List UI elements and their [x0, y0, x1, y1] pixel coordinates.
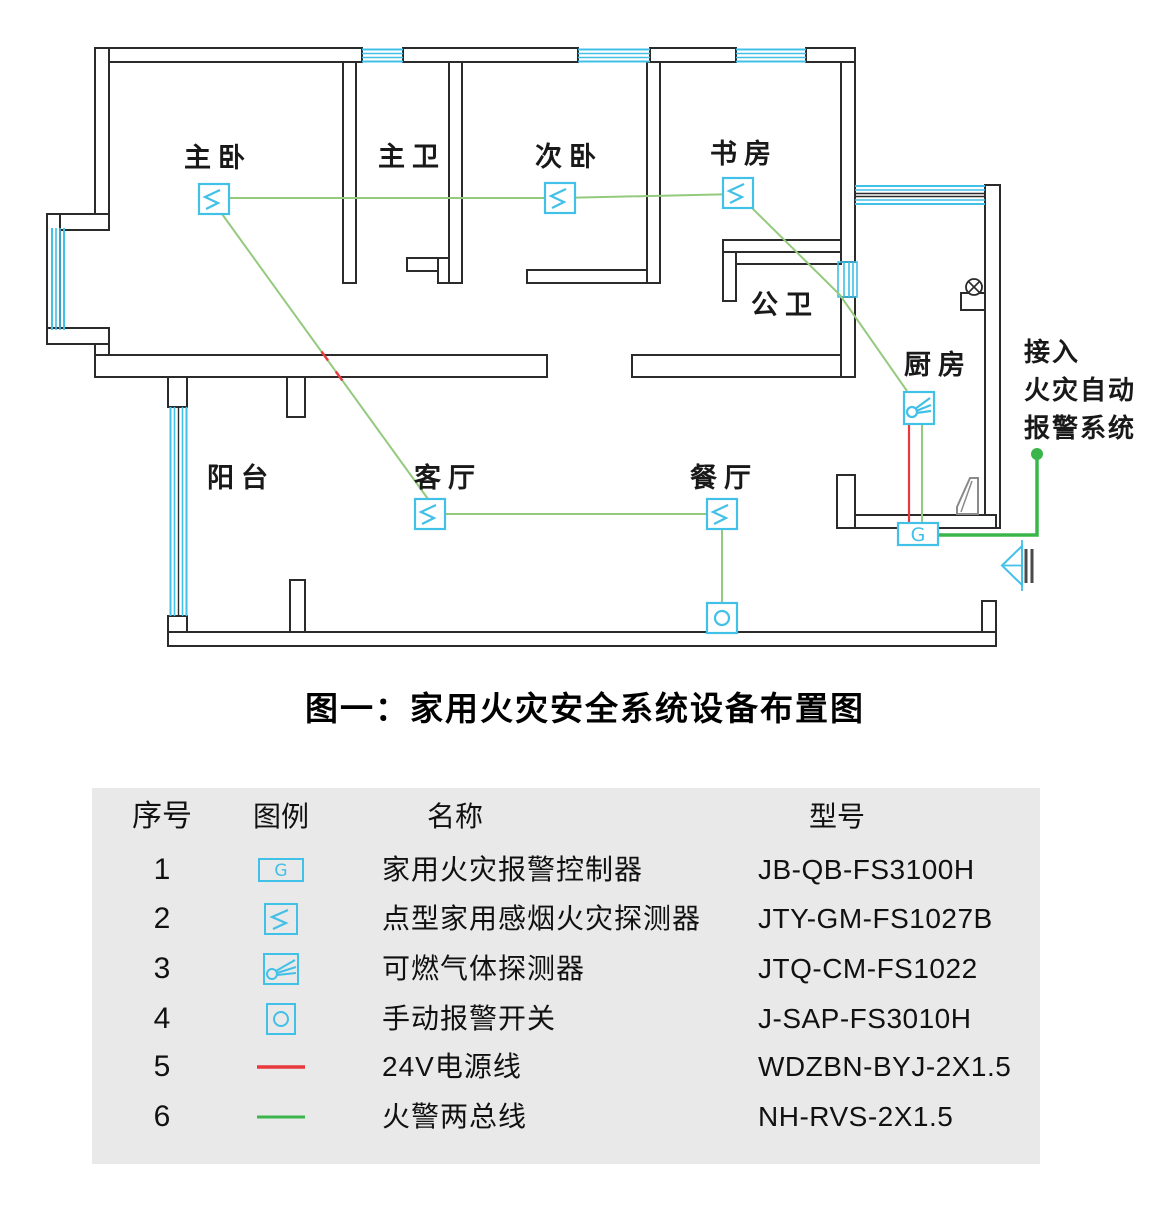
manual-alarm-icon [232, 994, 330, 1044]
figure-title: 图一：家用火灾安全系统设备布置图 [305, 690, 865, 727]
legend-row-bus-wire: 6 火警两总线 NH-RVS-2X1.5 [92, 1092, 1040, 1142]
floor-plan: G 主卧 主卫 次卧 书房 公卫 厨房 阳台 客厅 餐厅 接入 火灾自动 报警系… [46, 47, 1136, 647]
row-name: 24V电源线 [382, 1051, 522, 1082]
gas-detector-icon [232, 944, 330, 994]
controller-g-icon: G [232, 845, 330, 895]
kitchen-window [855, 185, 985, 205]
room-label-second-bedroom: 次卧 [535, 142, 603, 173]
gas-detector-kitchen [902, 390, 936, 426]
alarm-controller: G [896, 521, 940, 547]
room-labels: 主卧 主卫 次卧 书房 公卫 厨房 阳台 客厅 餐厅 [184, 139, 972, 494]
room-label-master-bedroom: 主卧 [184, 143, 252, 174]
interior-walls [342, 61, 856, 378]
header-name: 名称 [426, 801, 483, 832]
smoke-detector-living-room [413, 497, 447, 531]
row-no: 6 [153, 1100, 171, 1133]
legend-row-manual-alarm: 4 手动报警开关 J-SAP-FS3010H [92, 994, 1040, 1044]
header-no: 序号 [132, 800, 192, 833]
row-model: JTY-GM-FS1027B [758, 903, 993, 934]
kitchen-walls [836, 184, 1001, 529]
smoke-detector-second-bedroom [543, 181, 577, 215]
room-label-public-bath: 公卫 [751, 290, 819, 321]
row-name: 家用火灾报警控制器 [382, 854, 644, 885]
window-top-3 [736, 48, 806, 63]
smoke-detector-dining-room [705, 497, 739, 531]
smoke-detector-study [721, 176, 755, 210]
wall-crossing-marks [320, 350, 344, 382]
annotation-line-3: 报警系统 [1024, 413, 1136, 444]
row-model: WDZBN-BYJ-2X1.5 [758, 1051, 1012, 1082]
entry-door-leaf [956, 477, 979, 515]
green-wire-icon [232, 1092, 330, 1142]
red-wire-icon [232, 1042, 330, 1092]
row-model: JB-QB-FS3100H [758, 854, 975, 885]
row-no: 1 [153, 853, 171, 886]
row-name: 手动报警开关 [382, 1003, 557, 1034]
legend-controller-letter: G [274, 861, 287, 881]
controller-letter: G [911, 524, 926, 546]
balcony-window [169, 407, 188, 616]
row-model: JTQ-CM-FS1022 [758, 953, 978, 984]
room-label-living-room: 客厅 [414, 462, 482, 494]
header-model: 型号 [808, 801, 865, 832]
legend-header-row: 序号 图例 名称 型号 [92, 796, 1040, 838]
annotation-line-1: 接入 [1024, 338, 1080, 368]
row-name: 火警两总线 [382, 1101, 528, 1132]
room-label-master-bath: 主卫 [378, 142, 446, 173]
room-label-balcony: 阳台 [207, 462, 275, 494]
room-label-study: 书房 [710, 139, 778, 170]
legend-table: 序号 图例 名称 型号 1 G 家用火灾报警控制器 JB-QB-FS3100H … [92, 788, 1040, 1164]
header-symbol: 图例 [252, 801, 309, 832]
system-annotation: 接入 火灾自动 报警系统 [1024, 338, 1136, 444]
bay-window [51, 228, 65, 330]
row-no: 4 [153, 1002, 171, 1035]
legend-row-controller: 1 G 家用火灾报警控制器 JB-QB-FS3100H [92, 845, 1040, 895]
row-no: 5 [153, 1050, 171, 1083]
room-label-dining-room: 餐厅 [690, 463, 758, 494]
row-model: J-SAP-FS3010H [758, 1003, 972, 1034]
annotation-line-2: 火灾自动 [1024, 375, 1136, 406]
smoke-detector-icon [232, 894, 330, 944]
legend-row-power-wire: 5 24V电源线 WDZBN-BYJ-2X1.5 [92, 1042, 1040, 1092]
legend-row-gas-detector: 3 可燃气体探测器 JTQ-CM-FS1022 [92, 944, 1040, 994]
entrance-arrow-icon [1000, 540, 1034, 591]
system-connection-wire [938, 448, 1043, 537]
row-no: 3 [153, 952, 171, 985]
row-model: NH-RVS-2X1.5 [758, 1101, 954, 1132]
room-label-kitchen: 厨房 [904, 350, 972, 381]
row-name: 可燃气体探测器 [382, 953, 586, 984]
row-no: 2 [153, 902, 171, 935]
window-top-1 [362, 48, 403, 63]
manual-alarm-switch [705, 601, 739, 635]
gas-meter-icon [965, 278, 983, 296]
window-top-2 [578, 48, 650, 63]
legend-row-smoke-detector: 2 点型家用感烟火灾探测器 JTY-GM-FS1027B [92, 894, 1040, 944]
smoke-detector-master-bedroom [197, 182, 231, 216]
kitchen-door [837, 261, 858, 298]
outer-walls [46, 47, 997, 647]
row-name: 点型家用感烟火灾探测器 [382, 903, 702, 934]
